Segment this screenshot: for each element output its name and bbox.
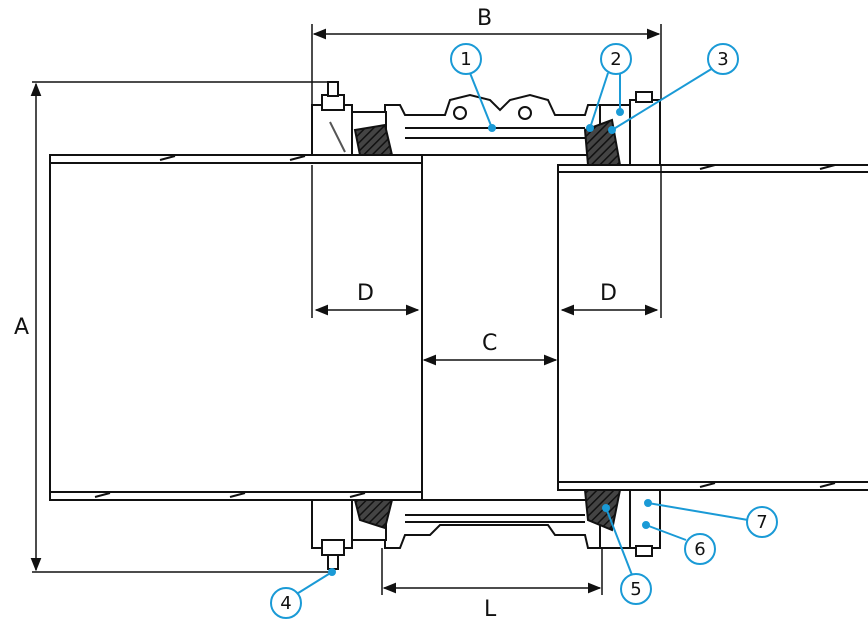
svg-text:4: 4 [280, 593, 291, 614]
callout-2: 2 [600, 43, 632, 75]
dim-l-label: L [484, 597, 497, 622]
left-flange-bottom [311, 499, 394, 570]
left-flange-top [311, 81, 394, 156]
callout-leaders [294, 67, 749, 596]
svg-text:7: 7 [756, 512, 767, 533]
left-pipe [49, 154, 423, 501]
dim-d-left-label: D [357, 281, 374, 306]
callout-5: 5 [620, 573, 652, 605]
svg-text:2: 2 [610, 49, 621, 70]
svg-text:6: 6 [694, 539, 705, 560]
center-sleeve-bottom [384, 499, 601, 549]
callout-6: 6 [684, 533, 716, 565]
callout-4: 4 [270, 587, 302, 619]
dimension-lines [30, 24, 662, 595]
callout-3: 3 [707, 43, 739, 75]
dim-a-label: A [14, 315, 29, 340]
callout-1: 1 [450, 43, 482, 75]
callout-7: 7 [746, 506, 778, 538]
svg-text:5: 5 [630, 579, 641, 600]
dim-d-right-label: D [600, 281, 617, 306]
svg-text:1: 1 [460, 49, 471, 70]
dim-b-label: B [477, 6, 492, 31]
right-pipe [557, 164, 868, 491]
right-flange-top [583, 91, 661, 166]
dim-c-label: C [482, 331, 497, 356]
svg-text:3: 3 [717, 49, 728, 70]
